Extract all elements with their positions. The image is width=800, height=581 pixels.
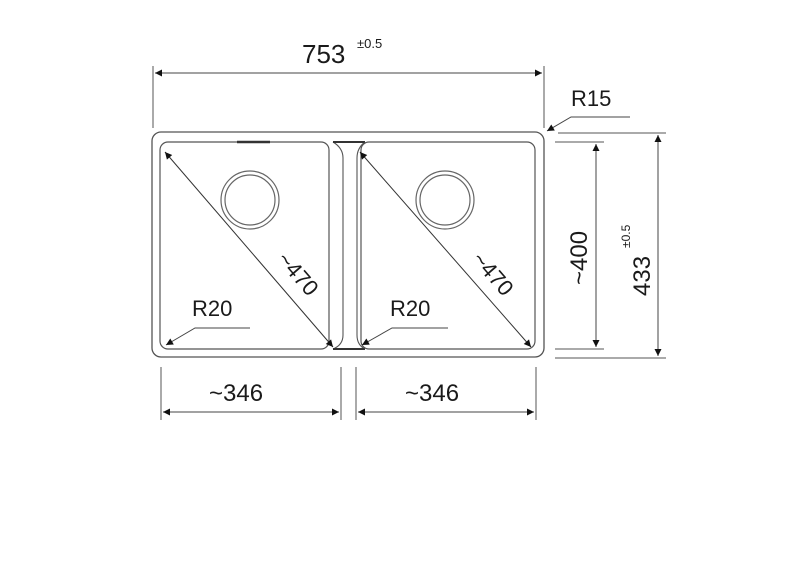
left-bowl-width-dimension: ~346 [160, 367, 342, 420]
overall-width-tolerance: ±0.5 [357, 36, 382, 51]
drain-outer-ring [415, 170, 475, 230]
right-radius-label: R20 [390, 296, 430, 321]
left-diagonal-dimension [164, 151, 334, 348]
left-bowl-width-label: ~346 [209, 380, 263, 407]
drain-outer-ring [220, 170, 280, 230]
right-diagonal-dimension [359, 151, 532, 348]
right-diagonal-label: ~470 [467, 247, 518, 301]
outer-frame [151, 131, 545, 358]
left-diagonal-label: ~470 [272, 247, 323, 301]
right-bowl-width-dimension: ~346 [355, 367, 537, 420]
left-radius-label: R20 [192, 296, 232, 321]
center-divider [332, 141, 366, 350]
right-bowl: ~470 R20 [359, 141, 536, 350]
overall-width-label: 753 [302, 39, 345, 69]
outer-radius-label: R15 [571, 86, 611, 111]
overall-depth-tolerance: ±0.5 [619, 224, 633, 248]
drain-inner-ring [224, 174, 276, 226]
bowl-depth-dimension: ~400 [555, 141, 604, 350]
left-bowl: ~470 R20 [159, 140, 334, 350]
overall-depth-label: 433 [629, 256, 656, 296]
drain-inner-ring [419, 174, 471, 226]
overall-width-dimension: 753 ±0.5 [152, 36, 545, 128]
right-bowl-width-label: ~346 [405, 380, 459, 407]
overall-depth-dimension: 433 ±0.5 [555, 132, 666, 359]
bowl-depth-label: ~400 [566, 231, 593, 285]
outer-radius-callout: R15 [546, 86, 630, 132]
